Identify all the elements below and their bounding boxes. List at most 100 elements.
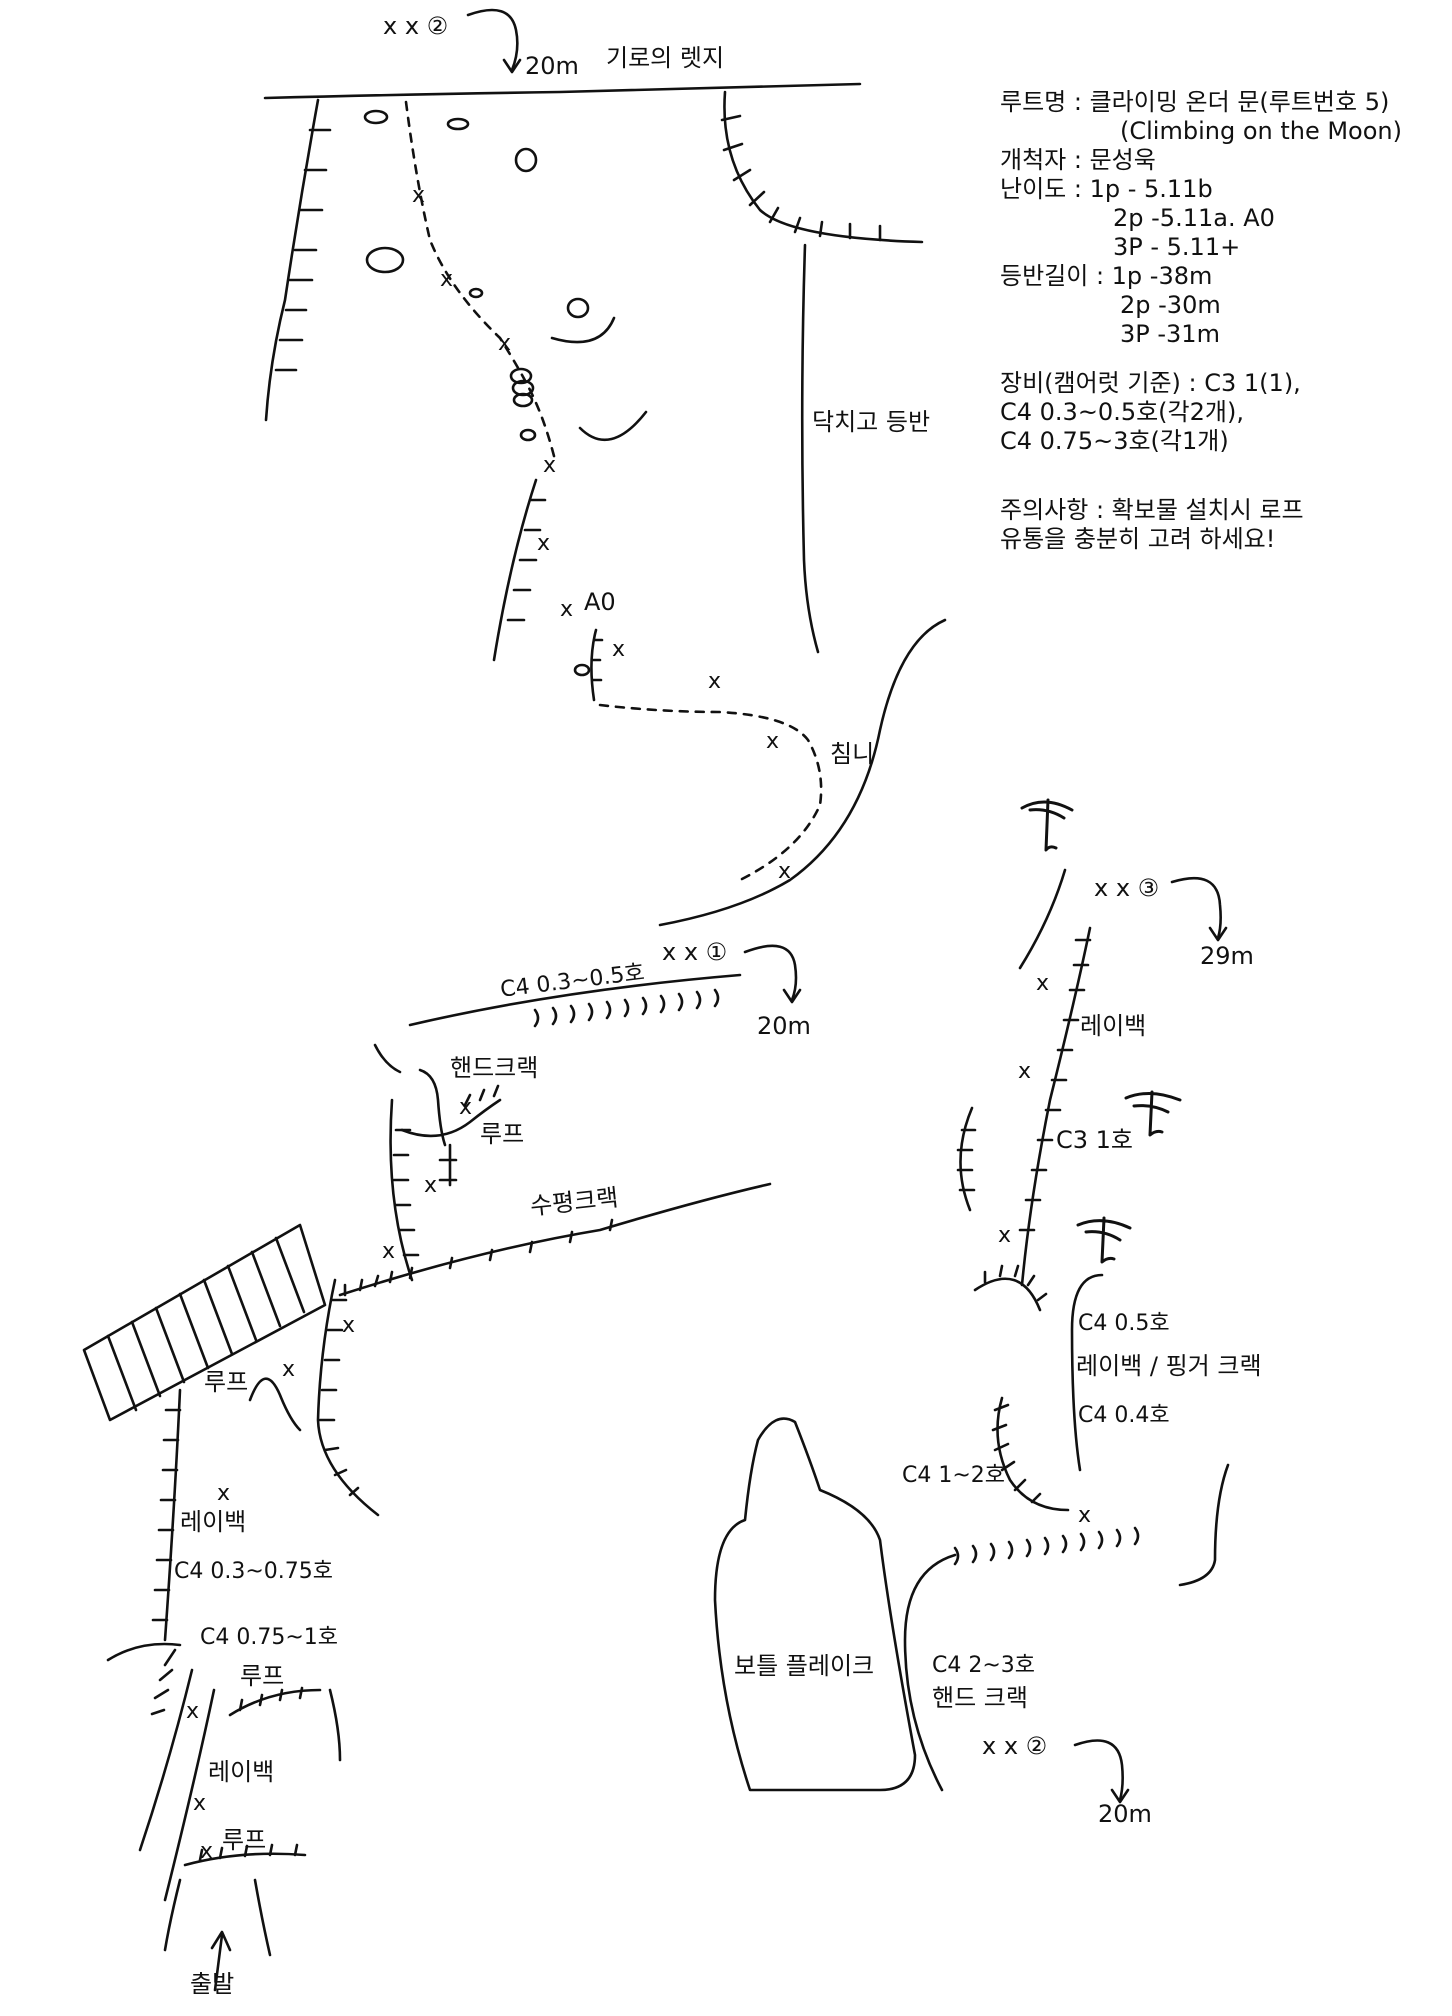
caution-1: 주의사항 : 확보물 설치시 로프 [1000, 496, 1304, 524]
closed-climb-line [800, 243, 820, 654]
bolt-mark: x [193, 1791, 207, 1816]
c4-05-label: C4 0.5호 [1078, 1311, 1170, 1336]
first-ascent: 개척자 : 문성욱 [1000, 146, 1156, 174]
c4-04-label: C4 0.4호 [1078, 1403, 1170, 1428]
right-main-wall [316, 1278, 380, 1517]
bolt-mark: x [1036, 971, 1050, 996]
gear-2: C4 0.3~0.5호(각2개), [1000, 398, 1244, 426]
closed-climb-label: 닥치고 등반 [812, 408, 931, 436]
bottle-flake-label: 보틀 플레이크 [734, 1652, 875, 1680]
length-3: 3P -31m [1120, 320, 1220, 348]
hand-crack-top [373, 1043, 402, 1074]
bolt-mark: x [186, 1699, 200, 1724]
roof-3-label: 루프 [240, 1662, 285, 1690]
bolt-mark: x [200, 1839, 214, 1864]
bolt-mark: x [708, 669, 722, 694]
rappel1-label: 20m [757, 1012, 811, 1040]
grade-2: 2p -5.11a. A0 [1113, 204, 1275, 232]
start-right [253, 1878, 272, 1957]
roof-2-label: 루프 [204, 1368, 249, 1396]
left-main-wall-hatches [151, 1408, 182, 1622]
tree-icon [1124, 1090, 1182, 1137]
c3-1-label: C3 1호 [1056, 1126, 1134, 1154]
c4-2-3-line [903, 1553, 957, 1792]
hold [514, 147, 538, 173]
bolt-mark: x [282, 1357, 296, 1382]
length-1: 등반길이 : 1p -38m [1000, 262, 1213, 290]
a0-section [590, 628, 598, 702]
rappel3-arrow [1170, 876, 1222, 940]
lower-roof-4 [183, 1852, 307, 1867]
layback-finger-label: 레이백 / 핑거 크랙 [1076, 1352, 1262, 1380]
roof-4-label: 루프 [222, 1826, 267, 1854]
bolt-mark: x [440, 267, 454, 292]
ledge-line [263, 82, 862, 100]
gear-1: 장비(캠어럿 기준) : C3 1(1), [1000, 369, 1301, 397]
bolt-mark: x [342, 1313, 356, 1338]
mid-left-wall-hatches [506, 498, 547, 622]
top-anchor-label: x x ② [383, 12, 449, 40]
bolt-mark: x [1018, 1059, 1032, 1084]
bottom-arc-right [973, 1277, 1042, 1312]
roof-bump [248, 1377, 302, 1432]
anchor2-label: x x ② [982, 1732, 1048, 1760]
lower-left-arc [106, 1642, 182, 1662]
rappel1-arrow [743, 944, 798, 1002]
route-name-en: (Climbing on the Moon) [1120, 117, 1402, 145]
lower-crack-1 [138, 1668, 194, 1852]
roof-arc-1 [400, 1098, 502, 1138]
caution-2: 유통을 충분히 고려 하세요! [1000, 525, 1276, 553]
layback-1-label: 레이백 [180, 1508, 247, 1536]
mid-left-wall [492, 478, 538, 662]
layback-crack-right-hatches [1018, 938, 1092, 1232]
c4-1-2-label: C4 1~2호 [902, 1463, 1006, 1488]
hold [468, 287, 484, 299]
chimney-label: 침니 [830, 740, 875, 768]
layback-2-label: 레이백 [208, 1758, 275, 1786]
right-upper-arc-hatches [720, 114, 882, 242]
small-left-arc [959, 1106, 974, 1212]
bolt-mark: x [766, 729, 780, 754]
roof-block [82, 1223, 327, 1422]
bolt-mark: x [537, 531, 551, 556]
hold-arc [550, 316, 616, 344]
right-main-wall-hatches [318, 1298, 360, 1497]
left-upper-wall-hatches [274, 128, 332, 372]
bolt-mark: x [1078, 1503, 1092, 1528]
gear-3: C4 0.75~3호(각1개) [1000, 427, 1229, 455]
tree-icon [1076, 1216, 1132, 1264]
bolt-mark: x [543, 453, 557, 478]
top-rappel-arrow [466, 8, 519, 72]
hand-crack-left-hatches [392, 1128, 458, 1257]
start-arrow [213, 1933, 224, 1992]
hand-crack-left [389, 1098, 414, 1282]
hold-arc [578, 410, 648, 442]
bolt-mark: x [612, 637, 626, 662]
c4-2-3-label: C4 2~3호 [932, 1653, 1036, 1678]
lower-crack-2 [163, 1688, 216, 1902]
layback-finger-crack [1070, 1273, 1104, 1472]
anchor1-label: x x ① [662, 938, 728, 966]
crack-squiggles-2 [953, 1526, 1140, 1566]
bolt-mark: x [217, 1481, 231, 1506]
tree-icon [1020, 798, 1074, 852]
horizontal-crack-hatches [343, 1218, 614, 1297]
route-name: 루트명 : 클라이밍 온더 문(루트번호 5) [1000, 88, 1390, 116]
rappel2-arrow [1073, 1739, 1124, 1802]
layback-crack-right [1020, 926, 1092, 1287]
lower-right-line [328, 1688, 342, 1762]
bolt-mark: x [412, 183, 426, 208]
horizontal-crack [338, 1182, 772, 1297]
hand-crack-label: 핸드크랙 [450, 1054, 539, 1082]
hold [566, 297, 590, 319]
bolt-mark: x [778, 859, 792, 884]
bolt-mark: x [424, 1173, 438, 1198]
bolt-mark: x [560, 597, 574, 622]
hold [446, 117, 470, 131]
pitch2-dashed-line [404, 100, 557, 462]
a0-label: A0 [584, 588, 616, 616]
grade-3: 3P - 5.11+ [1113, 233, 1241, 261]
pitch3-top-line [1018, 868, 1067, 970]
rappel2-label: 20m [1098, 1800, 1152, 1828]
roof-1-label: 루프 [480, 1120, 525, 1148]
